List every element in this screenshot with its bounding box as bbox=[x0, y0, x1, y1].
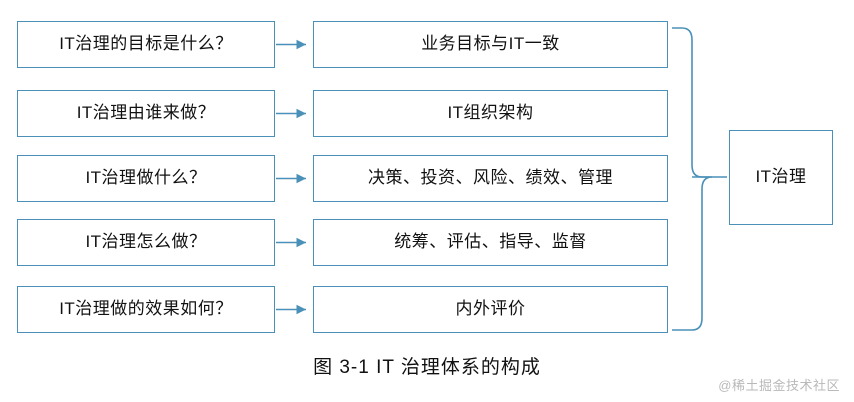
question-box-1: IT治理的目标是什么？ bbox=[17, 21, 275, 68]
question-label-3: IT治理做什么？ bbox=[85, 168, 207, 188]
question-label-1: IT治理的目标是什么？ bbox=[59, 34, 233, 54]
question-box-4: IT治理怎么做？ bbox=[17, 219, 275, 266]
answer-label-3: 决策、投资、风险、绩效、管理 bbox=[368, 168, 613, 188]
question-label-2: IT治理由谁来做？ bbox=[76, 103, 216, 123]
question-box-3: IT治理做什么？ bbox=[17, 155, 275, 202]
answer-label-2: IT组织架构 bbox=[447, 103, 534, 123]
question-box-5: IT治理做的效果如何？ bbox=[17, 286, 275, 333]
result-box: IT治理 bbox=[729, 130, 833, 225]
question-box-2: IT治理由谁来做？ bbox=[17, 90, 275, 137]
watermark-label: @稀土掘金技术社区 bbox=[718, 378, 840, 393]
answer-box-2: IT组织架构 bbox=[313, 90, 668, 137]
answer-label-1: 业务目标与IT一致 bbox=[421, 34, 560, 54]
result-label: IT治理 bbox=[755, 167, 807, 187]
figure-caption: 图 3-1 IT 治理体系的构成 bbox=[313, 357, 541, 378]
answer-box-4: 统筹、评估、指导、监督 bbox=[313, 219, 668, 266]
answer-label-5: 内外评价 bbox=[455, 299, 526, 319]
answer-box-3: 决策、投资、风险、绩效、管理 bbox=[313, 155, 668, 202]
answer-box-1: 业务目标与IT一致 bbox=[313, 21, 668, 68]
answer-box-5: 内外评价 bbox=[313, 286, 668, 333]
question-label-4: IT治理怎么做？ bbox=[85, 232, 207, 252]
question-label-5: IT治理做的效果如何？ bbox=[59, 299, 233, 319]
answer-label-4: 统筹、评估、指导、监督 bbox=[394, 232, 587, 252]
